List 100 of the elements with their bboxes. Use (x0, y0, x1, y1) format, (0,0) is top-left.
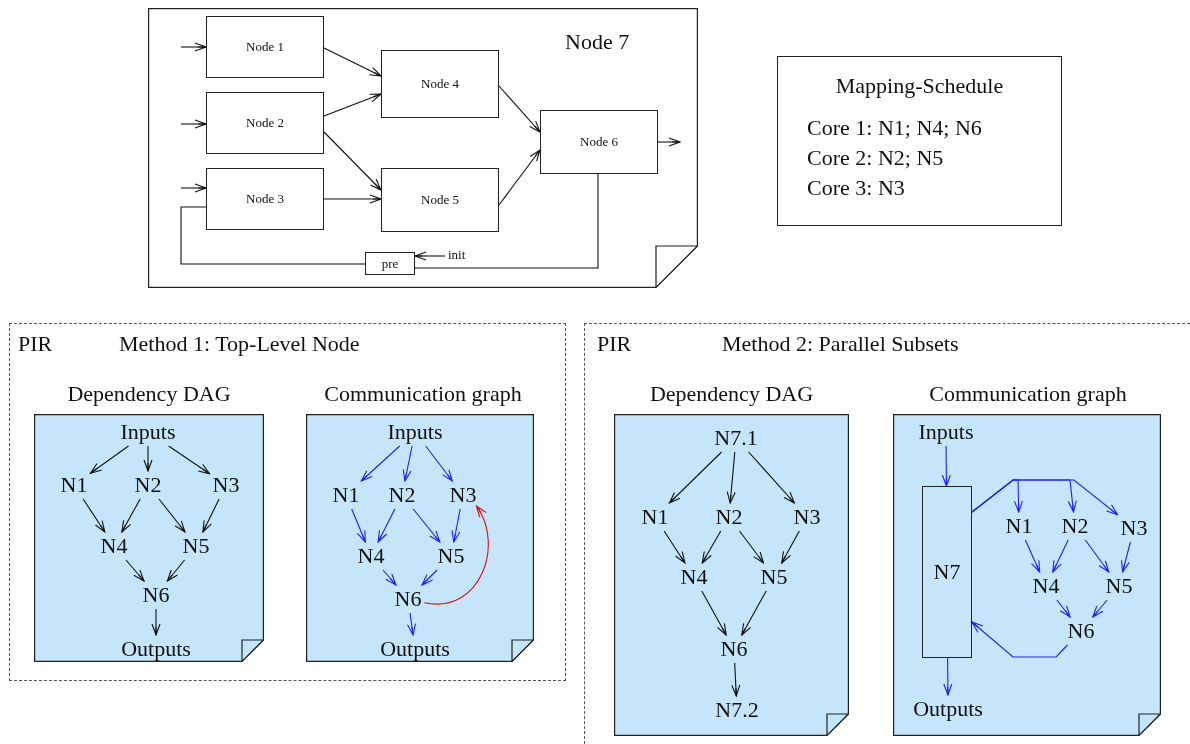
arrow (741, 590, 767, 636)
arrow (1056, 599, 1071, 618)
dashed-frame (9, 323, 566, 681)
process-box: Node 3 (206, 168, 324, 230)
process-box: N7 (922, 486, 972, 658)
arrow (151, 608, 161, 636)
arrow (941, 445, 951, 487)
node-label: N2 (134, 474, 162, 496)
arrow (701, 590, 727, 636)
arrow (402, 445, 413, 482)
frame-label: PIR (597, 332, 632, 357)
connector-line (414, 173, 599, 269)
arrow (180, 119, 207, 129)
process-box: Node 6 (540, 110, 658, 174)
node-label: N7.1 (714, 427, 758, 449)
node-label: Inputs (387, 421, 443, 443)
arrow (412, 508, 441, 543)
node-label: Inputs (120, 421, 176, 443)
arrow (202, 498, 220, 533)
arrow (323, 194, 382, 204)
node-label: N5 (1105, 575, 1133, 597)
node-label: N4 (680, 566, 708, 588)
arrow (731, 662, 741, 697)
arrow (451, 508, 461, 543)
arrow (351, 508, 366, 543)
arrow (158, 498, 186, 533)
node-label: N7.2 (715, 699, 759, 721)
arrow (360, 445, 401, 482)
graph-heading: Dependency DAG (66, 381, 232, 407)
arrow (701, 530, 722, 564)
arrow (971, 621, 1069, 658)
arrow (377, 508, 396, 543)
graph-heading: Communication graph (323, 381, 523, 407)
node-label: N6 (142, 584, 170, 606)
schedule-box (777, 56, 1062, 226)
node-label: N6 (394, 588, 422, 610)
arrow (738, 530, 765, 564)
schedule-title: Mapping-Schedule (834, 72, 1005, 100)
node-label: N6 (720, 638, 748, 660)
arrow (323, 93, 382, 117)
node-label: N4 (100, 535, 128, 557)
schedule-line: Core 2: N2; N5 (806, 144, 945, 172)
process-box: Node 5 (381, 168, 499, 232)
node-label: N3 (212, 474, 240, 496)
arrow (663, 530, 686, 564)
node-label: N5 (182, 535, 210, 557)
graph-heading: Communication graph (928, 381, 1128, 407)
node-label: N1 (1005, 515, 1033, 537)
node-label: Outputs (913, 698, 983, 720)
node-label: N2 (388, 484, 416, 506)
arrow (425, 445, 453, 482)
arrow (1120, 541, 1131, 573)
arrow (943, 657, 953, 696)
arrow (748, 451, 795, 504)
arrow (168, 445, 211, 475)
node-label: N2 (715, 506, 743, 528)
arrow (323, 131, 382, 191)
arrow (121, 498, 141, 533)
node-label: Outputs (380, 638, 450, 660)
node-label: N5 (437, 545, 465, 567)
node-label: N1 (60, 474, 88, 496)
node-label: N5 (760, 566, 788, 588)
node-title: Node 7 (565, 30, 630, 55)
node-label: Outputs (121, 638, 191, 660)
arrow (668, 451, 723, 504)
node-label: N4 (1032, 575, 1060, 597)
arrow (180, 42, 207, 52)
arrow (382, 569, 397, 586)
arrow (498, 149, 541, 206)
arrow (498, 85, 541, 133)
node-label: N3 (449, 484, 477, 506)
node-label: N4 (357, 545, 385, 567)
node-label: N1 (641, 506, 669, 528)
node-label: N2 (1061, 515, 1089, 537)
arrow (781, 530, 800, 564)
schedule-line: Core 3: N3 (806, 174, 906, 202)
arrow (143, 445, 153, 472)
frame-label: PIR (18, 332, 53, 357)
arrow (125, 559, 145, 582)
schedule-line: Core 1: N1; N4; N6 (806, 114, 983, 142)
node-label: N3 (1120, 517, 1148, 539)
node-label: N1 (332, 484, 360, 506)
arrow (89, 445, 130, 474)
arrow (1024, 539, 1041, 573)
process-box: Node 4 (381, 50, 499, 118)
graph-heading: Dependency DAG (648, 381, 815, 407)
frame-title: Method 2: Parallel Subsets (722, 332, 959, 357)
arrow (1092, 599, 1108, 618)
arrow (323, 47, 382, 77)
process-box: Node 2 (206, 92, 324, 154)
node-label: Inputs (918, 421, 974, 443)
arrow (971, 479, 1119, 516)
arrow (82, 498, 106, 533)
frame-title: Method 1: Top-Level Node (119, 332, 360, 357)
arrow (423, 505, 489, 605)
arrow (407, 612, 417, 636)
arrow (657, 137, 681, 147)
arrow (166, 559, 186, 582)
process-box: Node 1 (206, 16, 324, 78)
arrow (726, 451, 736, 504)
